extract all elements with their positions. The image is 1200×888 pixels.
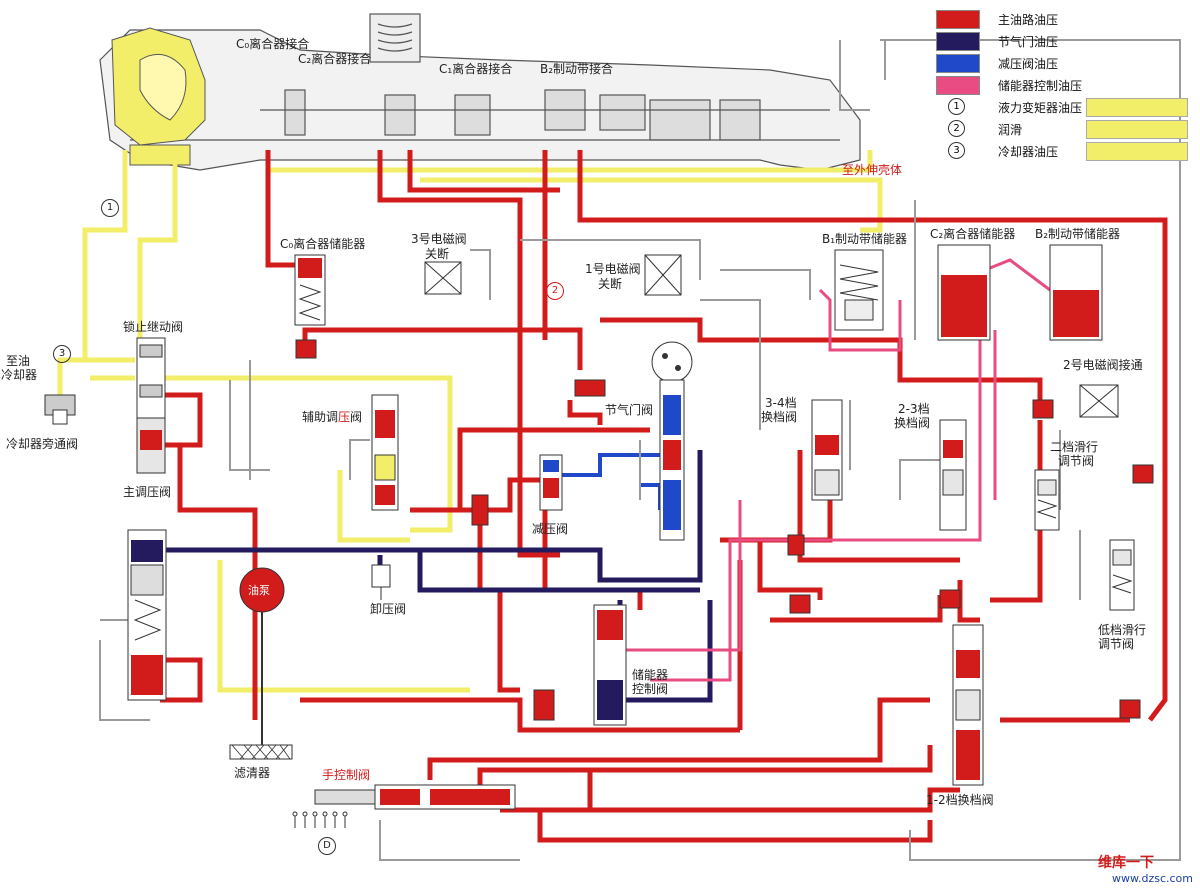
circle-marker-d: D (318, 837, 336, 855)
watermark-site: 维库一下 (1098, 855, 1154, 871)
legend-label: 主油路油压 (998, 13, 1059, 27)
primary-regulator-valve (127, 529, 167, 701)
solenoid-1 (644, 254, 682, 296)
legend-label: 储能器控制油压 (998, 79, 1083, 93)
legend-swatch (936, 54, 980, 73)
circle-marker-2: 2 (546, 282, 564, 300)
label-b2-band-engage: B₂制动带接合 (540, 62, 614, 76)
legend-swatch (936, 32, 980, 51)
label-shift23-line2: 换档阀 (894, 416, 931, 430)
label-oil-pump: 油泵 (248, 584, 270, 597)
legend-swatch (1086, 142, 1188, 161)
cooler-bypass-valve (44, 394, 76, 425)
label-b1-accumulator: B₁制动带储能器 (822, 232, 908, 246)
label-shift23-line1: 2-3档 (898, 402, 930, 416)
label-accum-control-line2: 控制阀 (632, 682, 669, 696)
circle-marker-3: 3 (53, 345, 71, 363)
throttle-valve (651, 341, 693, 541)
shift-valve-34 (811, 399, 843, 501)
lockup-relay-valve (136, 337, 166, 474)
legend-number: 2 (936, 120, 978, 137)
watermark-url: www.dzsc.com (1112, 872, 1194, 885)
shift-valve-23 (939, 419, 967, 531)
relief-valve (371, 564, 391, 600)
c0-accumulator (294, 254, 326, 359)
label-c2-clutch-engage: C₂离合器接合 (298, 52, 372, 66)
legend-swatch (1086, 98, 1188, 117)
label-c2-accumulator: C₂离合器储能器 (930, 227, 1016, 241)
label-shift34-line2: 换档阀 (761, 410, 798, 424)
legend-label: 减压阀油压 (998, 57, 1059, 71)
legend-swatch (1086, 120, 1188, 139)
label-sol1-line2: 关断 (598, 277, 623, 291)
label-cooler-bypass: 冷却器旁通阀 (6, 437, 79, 451)
shift-valve-12 (952, 624, 984, 786)
label-relief-valve: 卸压阀 (370, 602, 407, 616)
solenoid-2 (1079, 384, 1119, 418)
label-to-cooler-line2: 冷却器 (1, 368, 38, 382)
label-sol3-line1: 3号电磁阀 (411, 232, 467, 246)
legend-item-converter: 1 液力变矩器油压 (936, 96, 1196, 118)
legend-item-cooler: 3 冷却器油压 (936, 140, 1196, 162)
label-lockup-relay: 锁止继动阀 (123, 320, 184, 334)
legend-item-accumulator: 储能器控制油压 (936, 74, 1196, 96)
accumulator-control-valve (593, 604, 627, 726)
legend-item-throttle: 节气门油压 (936, 30, 1196, 52)
secondary-regulator-valve (371, 394, 399, 511)
label-second-coast-line1: 二档滑行 (1050, 440, 1099, 454)
reducing-valve (539, 454, 563, 511)
legend-item-lube: 2 润滑 (936, 118, 1196, 140)
label-c0-clutch-engage: C₀离合器接合 (236, 37, 310, 51)
legend-label: 润滑 (998, 123, 1023, 137)
label-reducing-valve: 减压阀 (532, 522, 569, 536)
low-coast-modulator-valve (1109, 539, 1135, 611)
label-strainer: 滤清器 (234, 766, 271, 780)
second-coast-modulator-valve (1034, 469, 1060, 531)
reducing-valve-pressure-lines (560, 420, 672, 510)
legend-label: 冷却器油压 (998, 145, 1059, 159)
transmission-case (99, 13, 861, 171)
label-sol1-line1: 1号电磁阀 (585, 262, 641, 276)
legend-swatch (936, 76, 980, 95)
legend-item-main-line: 主油路油压 (936, 8, 1196, 30)
yellow-oil-lines (57, 150, 883, 693)
label-low-coast-line1: 低档滑行 (1098, 623, 1147, 637)
label-b2-accumulator: B₂制动带储能器 (1035, 227, 1121, 241)
label-secondary-regulator: 辅助调压阀 (302, 410, 363, 424)
b1-band-accumulator (834, 249, 884, 331)
label-second-coast-line2: 调节阀 (1058, 454, 1095, 468)
legend-label: 液力变矩器油压 (998, 101, 1083, 115)
label-sol3-line2: 关断 (425, 247, 450, 261)
label-c1-clutch-engage: C₁离合器接合 (439, 62, 513, 76)
circle-marker-1: 1 (101, 199, 119, 217)
label-shift12: 1-2档换档阀 (926, 793, 994, 807)
orifices (471, 379, 1154, 721)
label-sol2-on: 2号电磁阀接通 (1063, 358, 1143, 372)
label-shift34-line1: 3-4档 (765, 396, 797, 410)
label-to-extension-housing: 至外伸壳体 (842, 163, 903, 177)
drain-lines (99, 39, 1181, 861)
accumulator-control-lines (600, 258, 1051, 682)
label-primary-regulator: 主调压阀 (123, 485, 172, 499)
label-manual-valve: 手控制阀 (322, 768, 371, 782)
b2-band-accumulator (1049, 244, 1103, 341)
c2-clutch-accumulator (937, 244, 991, 341)
legend-swatch (936, 10, 980, 29)
legend-item-reducing: 减压阀油压 (936, 52, 1196, 74)
legend-number: 3 (936, 142, 978, 159)
label-low-coast-line2: 调节阀 (1098, 637, 1135, 651)
manual-valve (292, 784, 516, 828)
solenoid-3 (424, 261, 462, 295)
label-throttle-valve: 节气门阀 (605, 403, 654, 417)
label-accum-control-line1: 储能器 (632, 668, 669, 682)
oil-strainer (229, 612, 293, 760)
legend-number: 1 (936, 98, 978, 115)
label-c0-accumulator: C₀离合器储能器 (280, 237, 366, 251)
legend-label: 节气门油压 (998, 35, 1059, 49)
label-to-cooler-line1: 至油 (6, 354, 31, 368)
